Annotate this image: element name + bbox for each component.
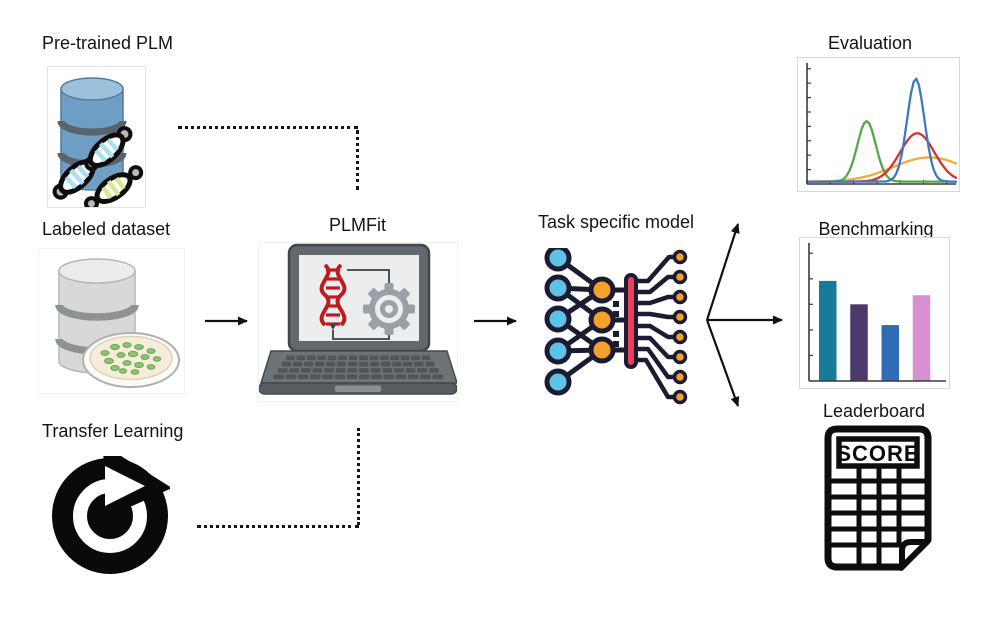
plmfit-icon [258,242,458,402]
leaderboard-label: Leaderboard [822,401,926,421]
arrow-to-evaluation [705,223,740,321]
arrow-plmfit-to-model [474,316,517,326]
task-specific-model-label: Task specific model [537,212,695,232]
dna-icon [52,126,144,207]
dotted-connector-transfer-v [357,428,360,525]
database-dna-icon [52,77,144,207]
arrow-to-leaderboard [705,319,740,407]
neural-network-icon [544,248,688,405]
leaderboard-icon: SCORE [823,424,933,572]
evaluation-chart [797,57,960,192]
fanout-arrows [705,223,783,407]
transfer-learning-label: Transfer Learning [42,421,184,441]
pretrained-plm-label: Pre-trained PLM [42,33,174,53]
dna-gear-cycle [319,263,415,340]
evaluation-label: Evaluation [827,33,913,53]
benchmarking-chart [799,237,950,389]
dotted-connector-transfer-h [197,525,359,528]
laptop-keyboard [273,355,443,380]
labeled-dataset-label: Labeled dataset [42,219,171,239]
score-text: SCORE [836,441,919,466]
laptop-trackpad [335,385,381,392]
gear-icon [363,283,415,335]
score-sheet-icon: SCORE [824,425,932,571]
plmfit-label: PLMFit [328,215,386,235]
evaluation-plot-svg [805,63,958,185]
arrow-dataset-to-plmfit [205,316,248,326]
labeled-dataset-icon [38,248,185,394]
dotted-connector-pretrained-v [356,130,359,190]
transfer-learning-icon [50,456,170,576]
database-petri-icon [55,258,180,388]
refresh-icon [52,456,170,574]
pretrained-plm-icon [47,66,146,208]
benchmarking-label: Benchmarking [818,219,934,239]
dotted-connector-pretrained-h [178,126,358,129]
petri-dish-icon [82,332,180,388]
task-specific-model-icon [538,248,710,406]
benchmarking-plot-svg [808,243,946,382]
laptop-icon [259,243,457,395]
